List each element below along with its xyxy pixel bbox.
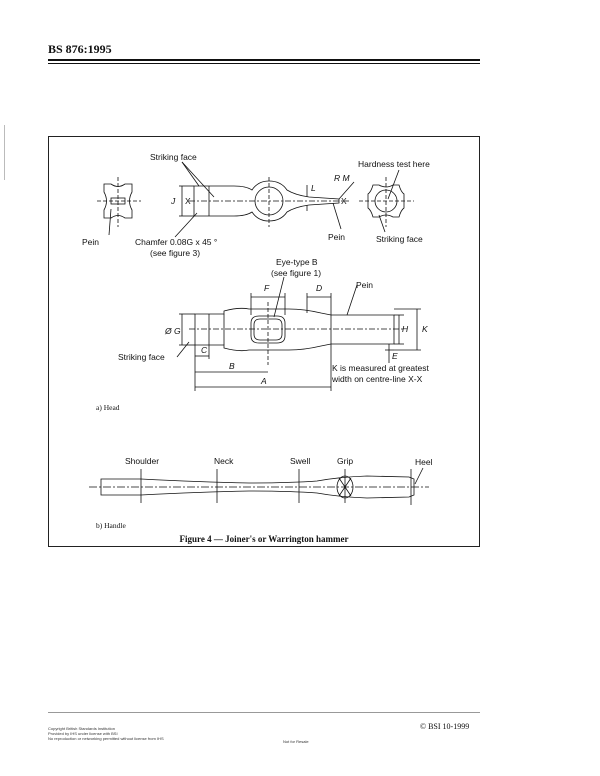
figure-caption: Figure 4 — Joiner's or Warrington hammer [179,534,349,544]
footer-copyright-line3: No reproduction or networking permitted … [48,736,164,741]
document-standard-number: BS 876:1995 [48,42,112,56]
panel-label-handle: b) Handle [96,521,126,530]
label-e: E [392,351,398,361]
label-hardness-test: Hardness test here [358,159,430,169]
hammer-drawing: Striking face Hardness test here R M X X… [82,152,433,505]
header-rule-thick [48,59,480,61]
label-grip: Grip [337,456,353,466]
label-j: J [170,196,176,206]
head-end-view-face [359,169,414,233]
label-pein-side: Pein [356,280,373,290]
label-k: K [422,324,428,334]
footer-copyright-line2: Provided by IHS under license with BSI [48,731,118,736]
label-heel: Heel [415,457,433,467]
label-x-left: X [185,196,191,206]
handle-drawing [89,467,429,505]
head-end-view-pein [97,177,141,227]
label-a: A [260,376,267,386]
label-f: F [264,283,270,293]
label-k-note-1: K is measured at greatest [332,363,429,373]
label-chamfer-2: (see figure 3) [150,248,200,258]
label-chamfer-1: Chamfer 0.08G x 45 ° [135,237,217,247]
margin-scan-mark [4,125,5,180]
label-shoulder: Shoulder [125,456,159,466]
label-k-note-2: width on centre-line X-X [331,374,423,384]
label-l: L [311,183,316,193]
head-plan-view [176,276,421,391]
footer-copyright-line1: Copyright British Standards Institution [48,726,115,731]
label-pein-mid: Pein [328,232,345,242]
label-striking-face-side: Striking face [118,352,165,362]
head-front-view [108,161,355,238]
label-eye-type-1: Eye-type B [276,257,318,267]
panel-label-head: a) Head [96,403,120,412]
label-d: D [316,283,322,293]
label-eye-type-2: (see figure 1) [271,268,321,278]
label-x-right: X [341,196,347,206]
footer-copyright: Copyright British Standards Institution … [48,726,164,741]
label-g: Ø G [164,326,181,336]
label-striking-face-right: Striking face [376,234,423,244]
label-neck: Neck [214,456,234,466]
label-swell: Swell [290,456,310,466]
footer-resale: Not for Resale [283,739,309,744]
label-pein-left: Pein [82,237,99,247]
label-striking-face-top: Striking face [150,152,197,162]
label-c: C [201,345,208,355]
label-b: B [229,361,235,371]
label-rm: R M [334,173,351,183]
footer-bsi-date: © BSI 10-1999 [420,722,470,731]
footer-rule [48,712,480,713]
header-rule-thin [48,63,480,64]
label-h: H [402,324,409,334]
figure-frame: Striking face Hardness test here R M X X… [48,136,480,547]
